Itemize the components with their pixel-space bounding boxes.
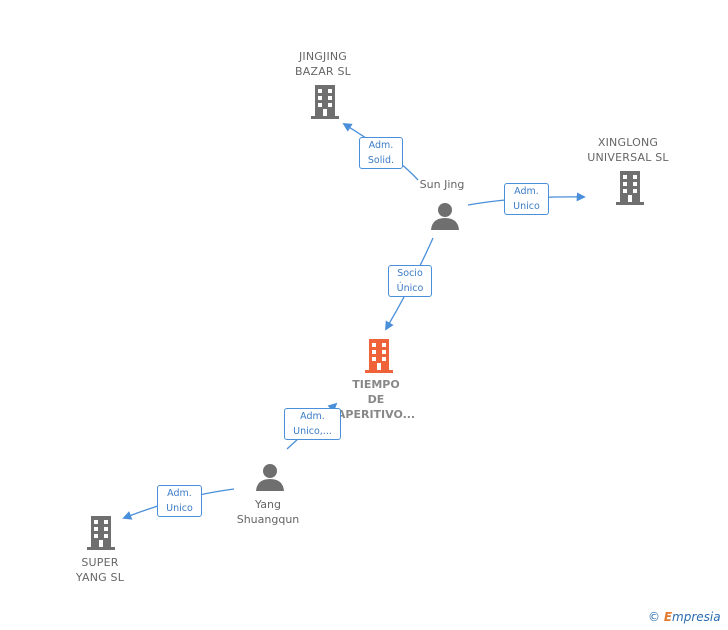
company-name-line1: SUPER — [81, 556, 119, 569]
company-name-line2: UNIVERSAL SL — [587, 151, 669, 164]
company-name-line1: JINGJING — [298, 50, 348, 63]
edge-label-socio-unico[interactable]: Socio Único — [388, 265, 432, 297]
building-icon[interactable] — [363, 339, 395, 373]
company-name-line1: TIEMPO — [352, 378, 400, 391]
edge-label-line1: Adm. — [368, 140, 394, 151]
building-icon[interactable] — [309, 85, 341, 119]
company-name-line2: YANG SL — [75, 571, 125, 584]
node-label-super-yang: SUPER YANG SL — [60, 555, 140, 585]
building-icon[interactable] — [85, 516, 117, 550]
edge-label-line1: Socio — [397, 268, 423, 279]
company-name-line2: DE — [367, 393, 385, 406]
edge-label-line2: Unico — [166, 503, 193, 514]
node-label-xinglong-universal: XINGLONG UNIVERSAL SL — [573, 135, 683, 165]
edge-label-line2: Solid. — [367, 155, 395, 166]
person-name-line2: Shuangqun — [236, 513, 300, 526]
edge-label-adm-unico-super[interactable]: Adm. Unico — [157, 485, 202, 517]
edge-label-line1: Adm. — [167, 488, 192, 499]
edge-label-adm-unico[interactable]: Adm. Unico — [504, 183, 549, 215]
node-label-yang-shuangqun: Yang Shuangqun — [222, 497, 314, 527]
empresia-watermark: © Empresia — [648, 610, 721, 624]
edge-label-line1: Adm. — [514, 186, 539, 197]
node-label-tiempo-de-aperitivo: TIEMPO DE APERITIVO... — [326, 377, 426, 422]
edge-label-line2: Único — [396, 283, 424, 294]
company-name-line1: XINGLONG — [597, 136, 659, 149]
edge-label-adm-unico-multi[interactable]: Adm. Unico,... — [284, 408, 341, 440]
building-icon[interactable] — [614, 171, 646, 205]
person-icon[interactable] — [255, 463, 285, 491]
brand-logo-text: mpresia — [672, 610, 721, 624]
company-name-line2: BAZAR SL — [295, 65, 351, 78]
node-label-sun-jing: Sun Jing — [402, 177, 482, 192]
copyright-symbol: © — [648, 610, 660, 624]
person-icon[interactable] — [430, 202, 460, 230]
brand-logo-letter: E — [663, 610, 673, 624]
edge-label-line2: Unico — [513, 201, 540, 212]
person-name-line1: Yang — [255, 498, 281, 511]
company-name-line3: APERITIVO... — [336, 408, 416, 421]
person-name: Sun Jing — [419, 178, 465, 191]
edge-label-adm-solid[interactable]: Adm. Solid. — [359, 137, 403, 169]
edge-label-line2: Unico,... — [293, 426, 332, 437]
node-label-jingjing-bazar: JINGJING BAZAR SL — [273, 49, 373, 79]
edge-label-line1: Adm. — [300, 411, 325, 422]
